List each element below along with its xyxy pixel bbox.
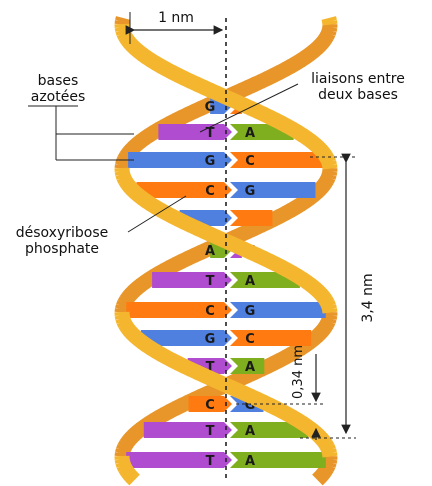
base-right-G xyxy=(230,182,315,198)
base-letter-right: G xyxy=(245,304,256,319)
base-letter-right: C xyxy=(245,154,255,169)
strand-b-segment xyxy=(132,477,135,480)
base-letter-left: T xyxy=(206,274,215,289)
base-letter-left: A xyxy=(205,244,215,259)
base-right-C xyxy=(230,152,324,168)
base-left-T xyxy=(144,422,232,438)
base-letter-right: C xyxy=(245,332,255,347)
width-label: 1 nm xyxy=(158,10,194,26)
bases-annotation: bases azotées xyxy=(28,73,134,160)
base-letter-left: G xyxy=(205,154,216,169)
base-letter-right: G xyxy=(245,184,256,199)
base-letter-left: G xyxy=(205,332,216,347)
base-letter-left: C xyxy=(205,304,215,319)
step-length-label: 0,34 nm xyxy=(291,345,306,399)
base-letter-right: A xyxy=(245,274,255,289)
base-left-T xyxy=(126,452,232,468)
backbone-label-line2: phosphate xyxy=(25,241,99,257)
bonds-label-line1: liaisons entre xyxy=(311,71,405,87)
bases-label-line2: azotées xyxy=(31,89,86,105)
turn-length-label: 3,4 nm xyxy=(360,273,376,322)
bonds-label-line2: deux bases xyxy=(318,87,398,103)
base-letter-right: A xyxy=(245,360,255,375)
base-letter-left: C xyxy=(205,184,215,199)
width-marker: 1 nm xyxy=(130,10,222,44)
bases-label-line1: bases xyxy=(38,73,79,89)
base-letter-left: G xyxy=(205,100,216,115)
base-left-G xyxy=(128,152,232,168)
base-left-T xyxy=(158,124,232,140)
base-right-blank xyxy=(230,210,272,226)
base-letter-left: C xyxy=(205,398,215,413)
strand-a-segment xyxy=(317,477,320,480)
base-left-C xyxy=(126,302,232,318)
base-letter-right: A xyxy=(245,126,255,141)
base-letter-left: T xyxy=(206,424,215,439)
base-letter-left: T xyxy=(206,454,215,469)
base-right-C xyxy=(230,330,311,346)
base-letter-right: A xyxy=(245,454,255,469)
base-letter-right: A xyxy=(245,424,255,439)
backbone-label-line1: désoxyribose xyxy=(16,225,109,241)
base-left-T xyxy=(152,272,232,288)
